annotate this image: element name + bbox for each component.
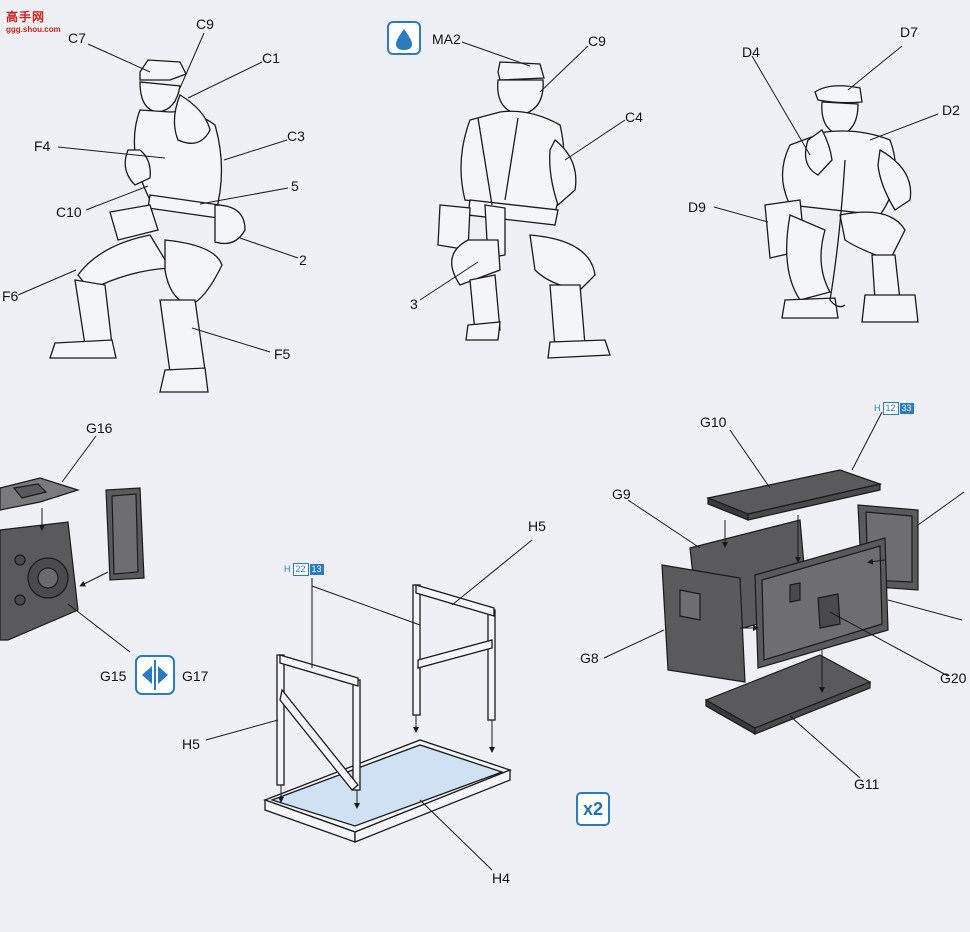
label-c4: C4: [625, 109, 643, 125]
label-c10: C10: [56, 204, 82, 220]
label-3: 3: [410, 296, 418, 312]
figure-soldier-back: [437, 61, 611, 359]
site-name: 高手网: [6, 10, 46, 24]
label-g10: G10: [700, 414, 727, 430]
label-f4: F4: [34, 138, 51, 154]
label-c9-figure2: C9: [588, 33, 606, 49]
box-ref-b: 33: [899, 403, 914, 414]
multiplier-badge: x2: [576, 792, 610, 826]
water-drop-icon: [387, 21, 421, 55]
label-g15: G15: [100, 668, 127, 684]
label-c3: C3: [287, 128, 305, 144]
label-g11: G11: [854, 776, 880, 792]
leader-lines-box: [603, 411, 965, 779]
box-assembly: [661, 469, 919, 736]
box-ref-letter: H: [874, 403, 881, 413]
label-ma2: MA2: [432, 31, 461, 47]
label-g9: G9: [612, 486, 631, 502]
label-2: 2: [299, 252, 307, 268]
label-f6: F6: [2, 288, 19, 304]
leader-lines-radio: [39, 435, 131, 653]
label-g17: G17: [182, 668, 209, 684]
leader-lines-figure-1: [17, 32, 299, 353]
leader-lines-figure-2: [419, 41, 626, 301]
table-ref-a: 22: [292, 563, 309, 576]
figure-soldier-headset: [49, 59, 246, 393]
figure-officer-phone: [764, 85, 919, 323]
leader-lines-table: [205, 539, 533, 871]
table-assembly: [263, 584, 512, 843]
label-f5: F5: [274, 346, 291, 362]
label-d9: D9: [688, 199, 706, 215]
table-ref-b: 13: [309, 564, 324, 575]
label-5: 5: [291, 178, 299, 194]
label-c7: C7: [68, 30, 86, 46]
leader-lines-figure-3: [713, 45, 939, 223]
label-d4: D4: [742, 44, 760, 60]
label-g20: G20: [940, 670, 967, 686]
box-reference: H 12 33: [874, 402, 914, 415]
box-ref-a: 12: [882, 402, 899, 415]
label-d7: D7: [900, 24, 918, 40]
label-h4: H4: [492, 870, 510, 886]
label-h5-top: H5: [528, 518, 546, 534]
label-c1: C1: [262, 50, 280, 66]
label-h5-left: H5: [182, 736, 200, 752]
radio-assembly: [0, 477, 145, 641]
label-d2: D2: [942, 102, 960, 118]
table-ref-letter: H: [284, 564, 291, 574]
label-g8: G8: [580, 650, 599, 666]
site-watermark-logo: 高手网 ggg.shou.com: [6, 8, 61, 34]
label-g16: G16: [86, 420, 113, 436]
label-c9-figure1: C9: [196, 16, 214, 32]
mirror-swap-icon: [135, 655, 175, 695]
site-url: ggg.shou.com: [6, 25, 61, 34]
table-reference: H 22 13: [284, 563, 324, 576]
